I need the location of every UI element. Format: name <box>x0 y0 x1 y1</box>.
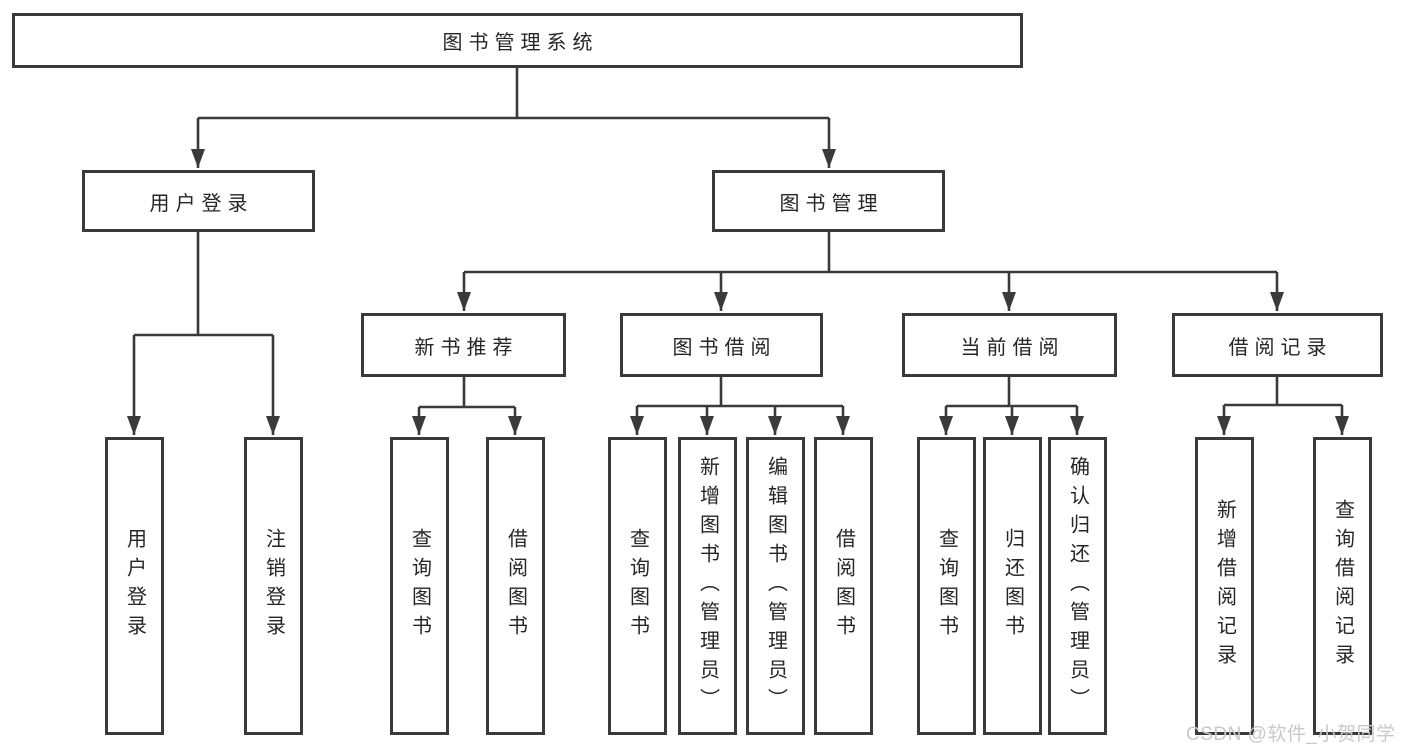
leaf-query-borrow-record: 查询借阅记录 <box>1313 437 1372 735</box>
leaf-query-books-borrow: 查询图书 <box>608 437 667 735</box>
leaf-edit-books-admin: 编辑图书（管理员） <box>746 437 805 735</box>
leaf-borrow-books-recommend: 借阅图书 <box>486 437 545 735</box>
node-book-management: 图书管理 <box>712 170 945 232</box>
connector-book-management <box>457 232 1284 311</box>
connector-book-borrow <box>630 377 850 435</box>
leaf-add-borrow-record: 新增借阅记录 <box>1195 437 1254 735</box>
leaf-return-books: 归还图书 <box>983 437 1042 735</box>
leaf-confirm-return-admin: 确认归还（管理员） <box>1048 437 1107 735</box>
watermark: CSDN @软件_小贺同学 <box>1186 724 1396 745</box>
leaf-add-books-admin: 新增图书（管理员） <box>678 437 737 735</box>
node-user-login: 用户登录 <box>82 170 315 232</box>
connector-user-login <box>127 232 280 435</box>
leaf-query-books-recommend: 查询图书 <box>390 437 449 735</box>
node-borrow-records: 借阅记录 <box>1172 313 1383 377</box>
leaf-user-login: 用户登录 <box>105 437 164 735</box>
connector-new-book <box>412 377 522 435</box>
node-current-borrow: 当前借阅 <box>902 313 1117 377</box>
node-root-library-system: 图书管理系统 <box>12 13 1023 68</box>
leaf-logout: 注销登录 <box>244 437 303 735</box>
connector-borrow-records <box>1217 377 1349 435</box>
leaf-borrow-books: 借阅图书 <box>814 437 873 735</box>
leaf-query-books-current: 查询图书 <box>917 437 976 735</box>
node-new-book-recommend: 新书推荐 <box>361 313 566 377</box>
node-book-borrow: 图书借阅 <box>620 313 823 377</box>
connector-root <box>191 68 836 168</box>
connector-current-borrow <box>939 377 1084 435</box>
